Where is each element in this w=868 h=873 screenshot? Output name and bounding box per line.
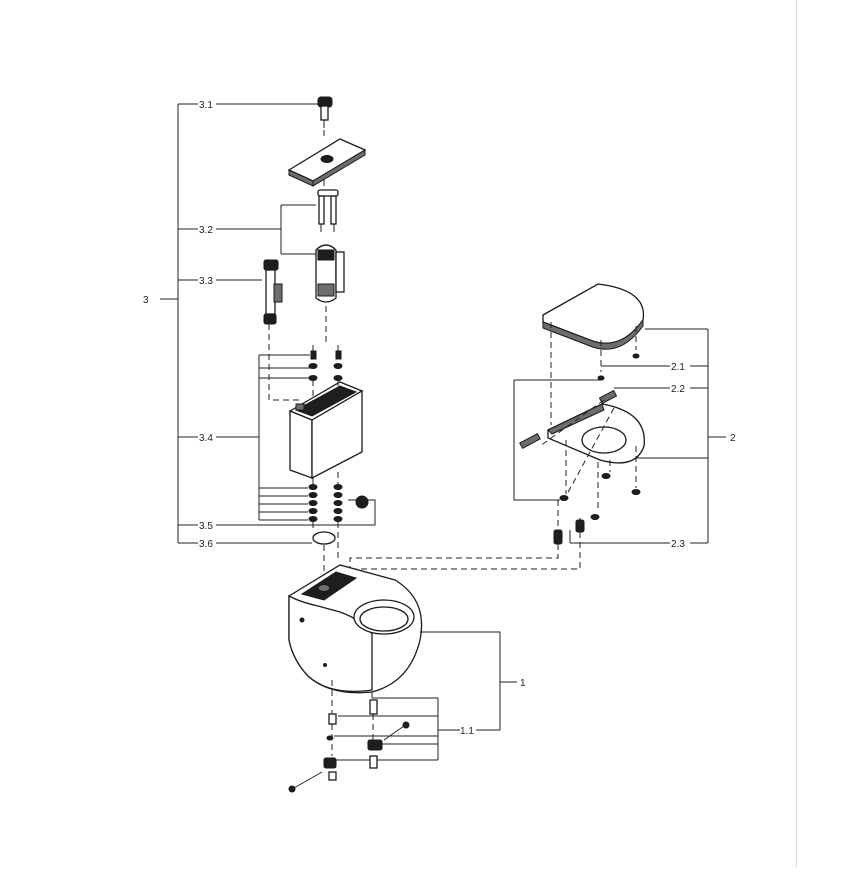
label-3-3: 3.3	[199, 276, 213, 287]
label-1: 1	[520, 678, 526, 689]
label-3-5: 3.5	[199, 521, 213, 532]
part-3-3-fill-valve	[263, 259, 283, 325]
toilet-seat-ring	[547, 403, 645, 464]
label-1-1: 1.1	[460, 726, 474, 737]
part-2-3-seat-anchors	[553, 519, 585, 545]
cistern-lid-plate	[287, 138, 367, 187]
label-3-6: 3.6	[199, 539, 213, 550]
group-2-leaders	[513, 365, 670, 544]
callout-labels: 3 3.1 3.2 3.3 3.4 3.5 3.6 2 2.1 2.2 2.3 …	[143, 100, 736, 737]
label-2-1: 2.1	[671, 362, 685, 373]
group-1-bracket	[334, 631, 517, 761]
cistern-top-fasteners	[308, 350, 343, 381]
part-1-1-bowl-fixings	[288, 699, 410, 793]
label-3-4: 3.4	[199, 433, 213, 444]
part-3-5-cistern-bolts	[308, 484, 369, 522]
group-3-bracket	[160, 103, 198, 544]
part-3-2-flush-valve	[315, 189, 345, 303]
page-edge-divider	[796, 0, 797, 868]
part-3-1-push-button	[317, 96, 333, 128]
label-2-2: 2.2	[671, 384, 685, 395]
part-3-6-seal-ring	[312, 531, 336, 545]
toilet-seat-lid	[542, 283, 645, 350]
label-3: 3	[143, 295, 149, 306]
part-3-4-cistern-tank	[288, 381, 364, 480]
part-1-toilet-bowl	[288, 564, 423, 694]
group-3-assembly-lines	[268, 120, 339, 575]
group-1-assembly-lines	[331, 680, 374, 756]
group-2-bracket	[633, 328, 726, 544]
label-3-1: 3.1	[199, 100, 213, 111]
label-2-3: 2.3	[671, 539, 685, 550]
label-3-2: 3.2	[199, 225, 213, 236]
label-2: 2	[730, 433, 736, 444]
group-2-assembly-lines	[337, 322, 637, 600]
